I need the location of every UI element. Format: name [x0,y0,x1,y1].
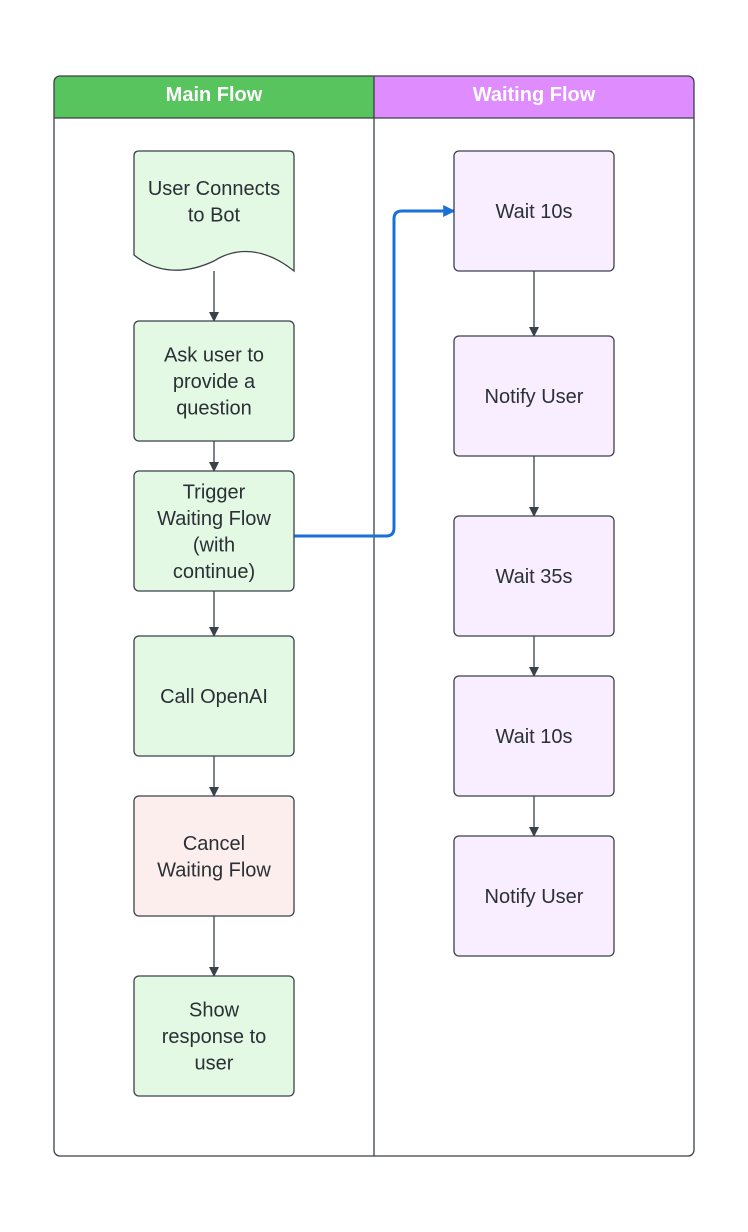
node-wait-10s-a: Wait 10s [453,150,615,272]
connectors [209,205,539,977]
process-box [453,515,615,637]
process-box [133,470,295,592]
node-ask-user: Ask user to provide a question [133,320,295,442]
node-label-line: to Bot [188,204,241,226]
node-label-line: Notify User [485,386,584,408]
lane-header-main [54,76,374,118]
node-label-line: Wait 35s [495,566,572,588]
lane-title-waiting: Waiting Flow [473,84,596,106]
node-label-line: (with [193,534,235,556]
process-box [453,675,615,797]
process-box [133,635,295,757]
node-label-line: User Connects [148,178,280,200]
node-label-line: Show [189,1000,240,1022]
document-shape [133,150,295,273]
process-box [453,150,615,272]
node-label-line: continue) [173,561,255,583]
node-wait-10s-b: Wait 10s [453,675,615,797]
node-label-line: provide a [173,371,256,393]
node-label-line: Trigger [183,481,246,503]
lane-header-waiting [374,76,694,118]
node-label-line: Wait 10s [495,726,572,748]
node-label-line: response to [162,1026,267,1048]
node-show-response: Show response to user [133,975,295,1097]
node-label-line: Waiting Flow [157,859,271,881]
node-notify-user-a: Notify User [453,335,615,457]
node-label-line: question [176,398,252,420]
process-box [133,320,295,442]
process-box [133,795,295,917]
node-label-line: Ask user to [164,345,264,367]
node-wait-35s: Wait 35s [453,515,615,637]
node-user-connects: User Connects to Bot [133,150,295,273]
node-label-line: Waiting Flow [157,508,271,530]
node-label-line: Cancel [183,833,245,855]
node-label-line: user [195,1053,234,1075]
lane-title-main: Main Flow [166,84,263,106]
node-call-openai: Call OpenAI [133,635,295,757]
process-box [453,835,615,957]
node-notify-user-b: Notify User [453,835,615,957]
swimlanes: Main Flow Waiting Flow [53,75,695,1157]
node-label-line: Notify User [485,886,584,908]
process-box [133,975,295,1097]
connector-trigger-waiting-to-wait-10s-a [294,205,456,538]
node-label-line: Wait 10s [495,201,572,223]
node-label-line: Call OpenAI [160,686,268,708]
process-box [453,335,615,457]
